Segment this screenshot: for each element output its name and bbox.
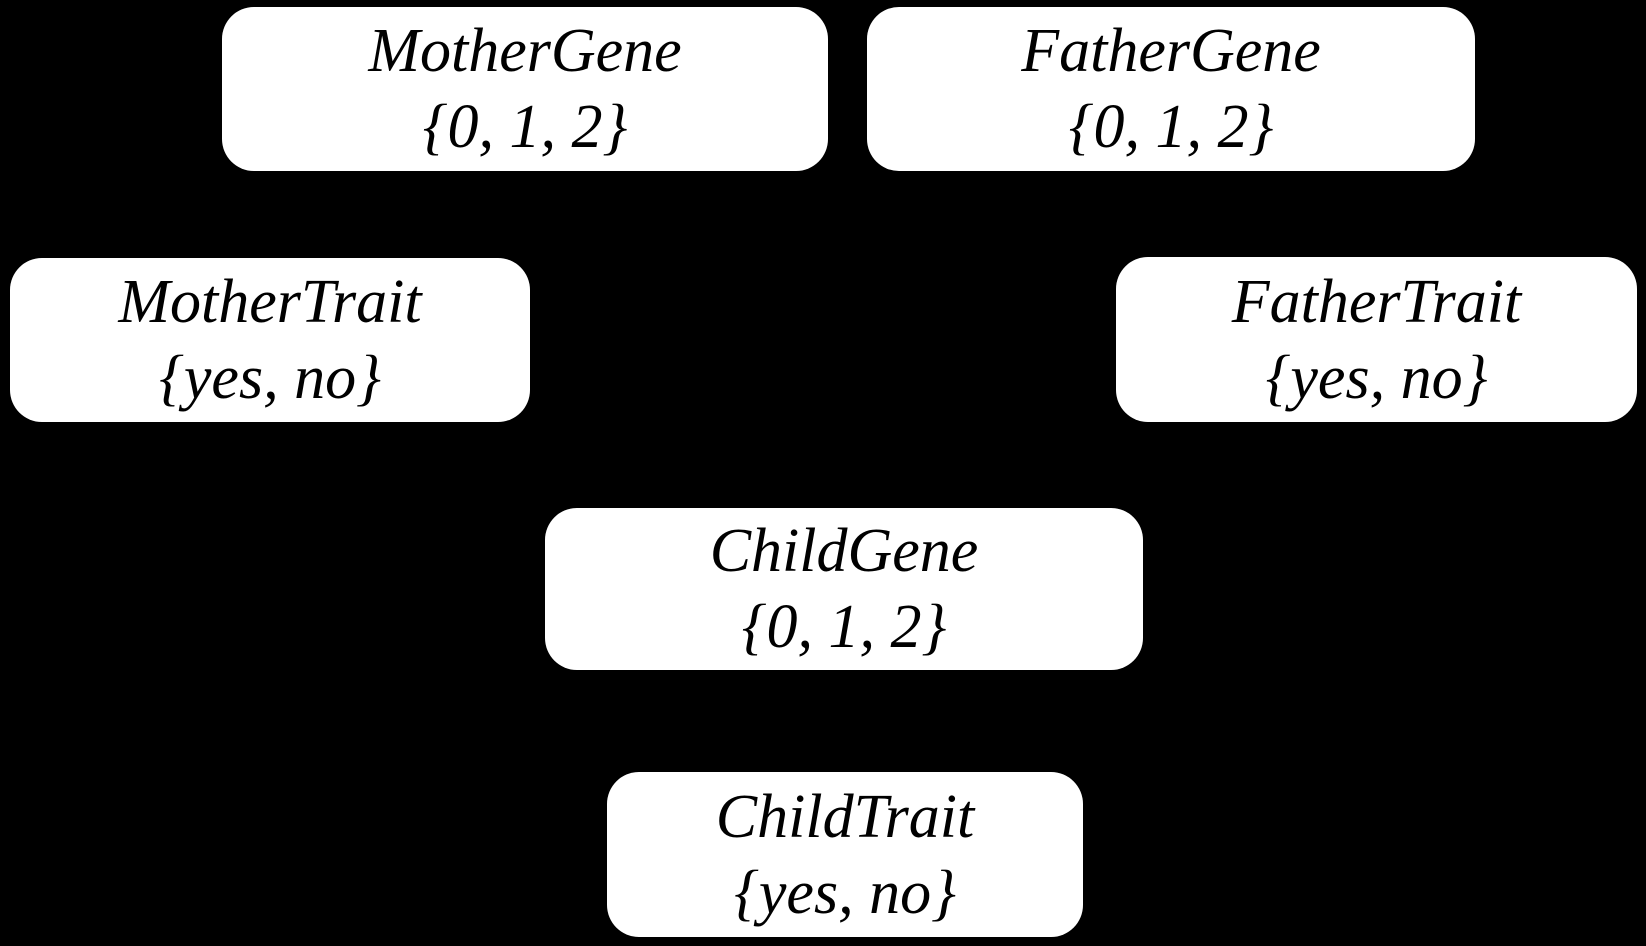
node-label: ChildTrait: [715, 782, 975, 851]
node-domain: {yes, no}: [734, 858, 956, 927]
node-label: MotherGene: [368, 17, 682, 85]
node-mother-trait: MotherTrait {yes, no}: [10, 258, 530, 422]
node-domain: {yes, no}: [1265, 343, 1488, 412]
node-domain: {0, 1, 2}: [741, 593, 947, 661]
node-label: ChildGene: [709, 517, 979, 585]
node-label: FatherTrait: [1231, 267, 1522, 336]
node-child-trait: ChildTrait {yes, no}: [607, 772, 1083, 937]
node-father-gene: FatherGene {0, 1, 2}: [867, 7, 1475, 171]
node-mother-gene: MotherGene {0, 1, 2}: [222, 7, 828, 171]
node-domain: {0, 1, 2}: [422, 93, 628, 161]
node-label: MotherTrait: [118, 268, 422, 336]
node-child-gene: ChildGene {0, 1, 2}: [545, 508, 1143, 670]
node-label: FatherGene: [1021, 17, 1321, 85]
node-domain: {yes, no}: [159, 344, 381, 412]
node-domain: {0, 1, 2}: [1068, 93, 1274, 161]
node-father-trait: FatherTrait {yes, no}: [1116, 257, 1637, 422]
